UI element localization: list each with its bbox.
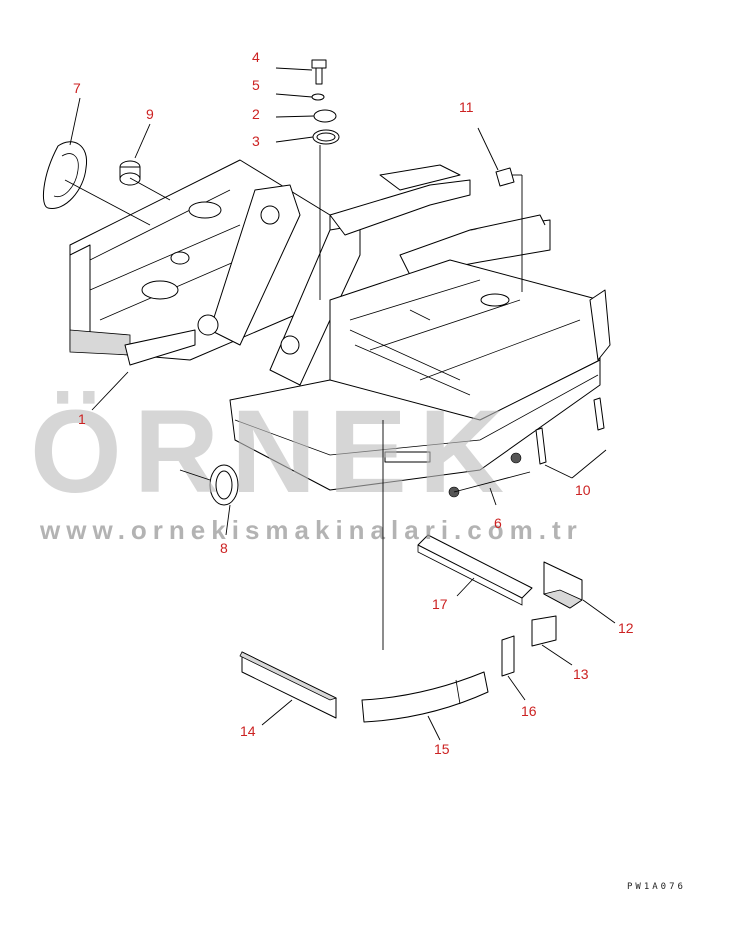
- callout-8: 8: [220, 540, 228, 556]
- callout-3: 3: [252, 133, 260, 149]
- watermark-brand: ÖRNEK: [30, 386, 516, 518]
- callout-16: 16: [521, 703, 537, 719]
- callout-9: 9: [146, 106, 154, 122]
- callout-4: 4: [252, 49, 260, 65]
- callout-14: 14: [240, 723, 256, 739]
- callout-13: 13: [573, 666, 589, 682]
- watermark-url: www.ornekismakinalari.com.tr: [39, 515, 583, 545]
- callout-17: 17: [432, 596, 448, 612]
- callout-labels: 4 5 2 3 7 9 11 1 8 6 10 17 12 13 16 14 1…: [73, 49, 634, 757]
- callout-10: 10: [575, 482, 591, 498]
- callout-15: 15: [434, 741, 450, 757]
- callout-12: 12: [618, 620, 634, 636]
- callout-11: 11: [459, 99, 474, 115]
- loose-parts-drawing: [42, 59, 605, 723]
- callout-2: 2: [252, 106, 260, 122]
- callout-6: 6: [494, 515, 502, 531]
- callout-7: 7: [73, 80, 81, 96]
- leader-lines: [64, 67, 616, 741]
- callout-5: 5: [252, 77, 260, 93]
- drawing-code: PW1A076: [627, 882, 686, 892]
- revolving-frame-drawing: [69, 159, 611, 491]
- callout-1: 1: [78, 411, 86, 427]
- watermark: ÖRNEK www.ornekismakinalari.com.tr: [30, 386, 583, 545]
